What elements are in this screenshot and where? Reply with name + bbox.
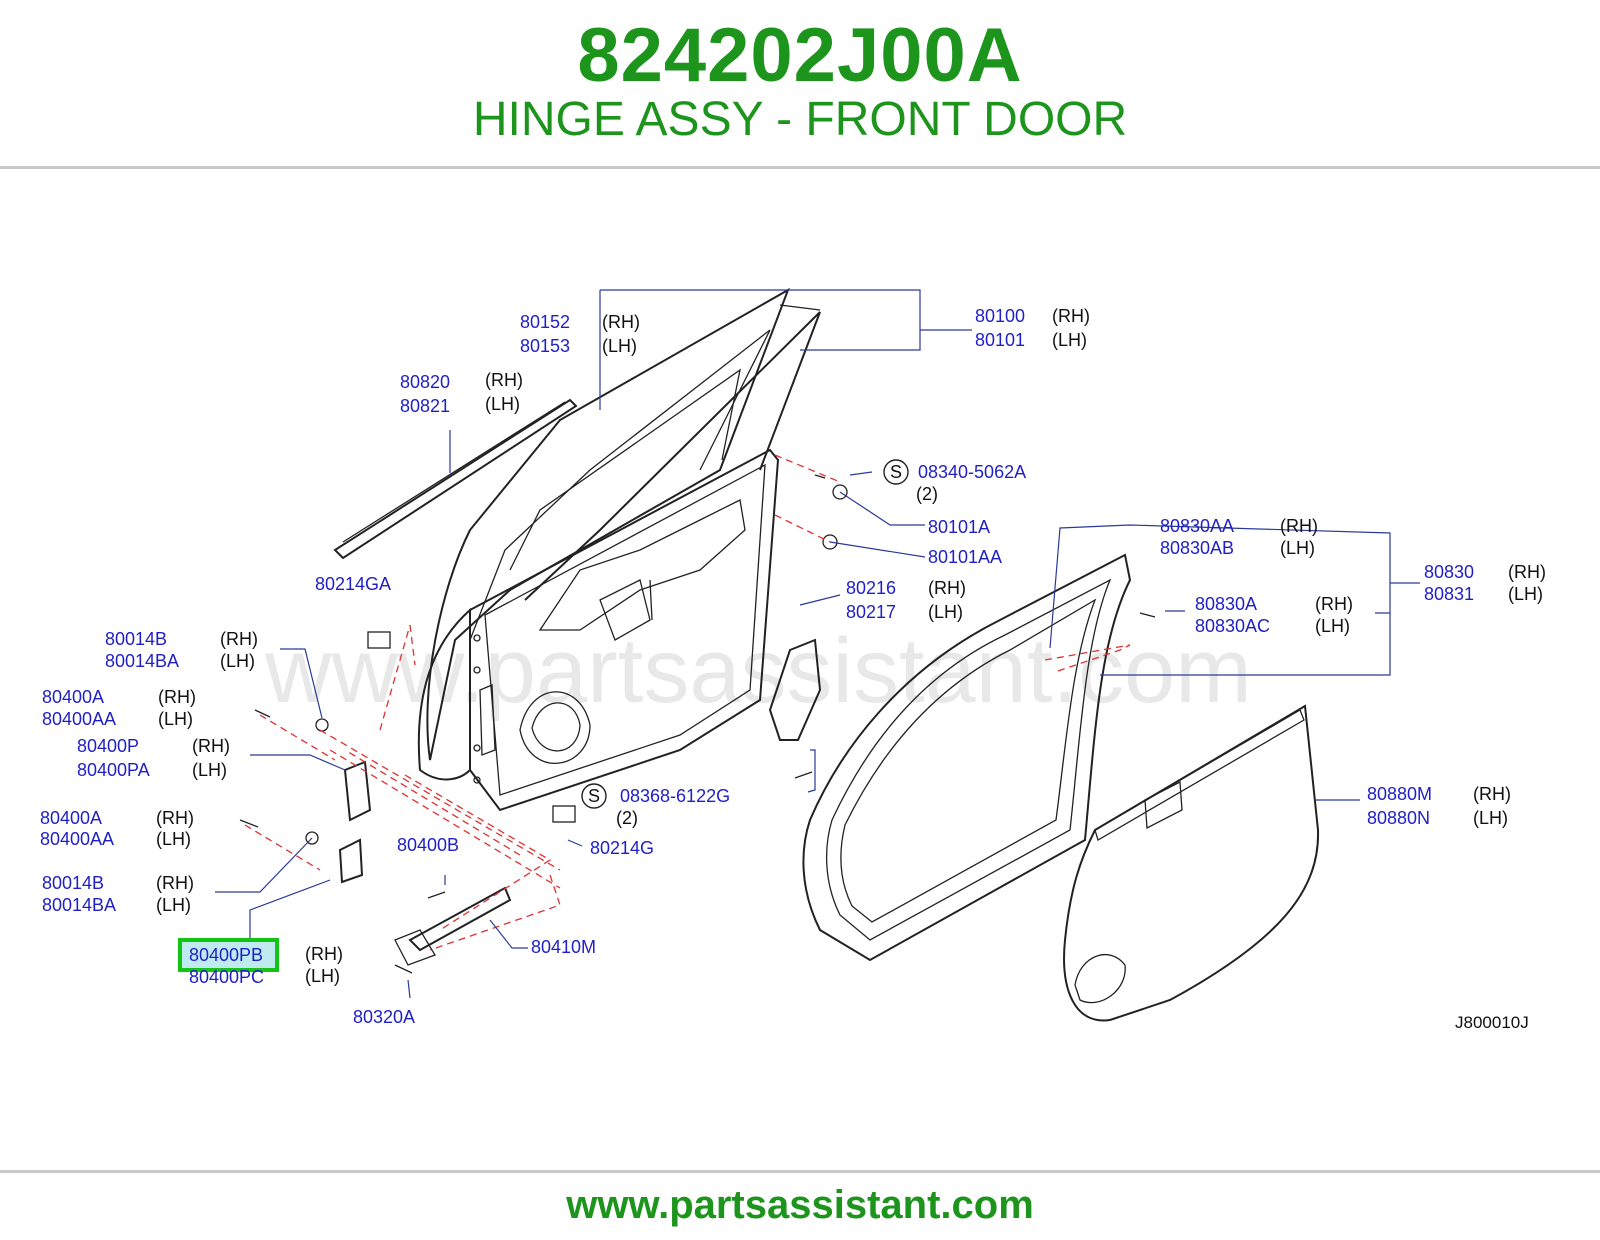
header-divider xyxy=(0,166,1600,169)
side-80880M: (RH) xyxy=(1473,784,1511,804)
label-80014BA-lower[interactable]: 80014BA xyxy=(42,895,116,915)
footer-website-link[interactable]: www.partsassistant.com xyxy=(566,1183,1034,1227)
label-08340-5062A[interactable]: 08340-5062A xyxy=(918,462,1026,482)
label-80101AA[interactable]: 80101AA xyxy=(928,547,1002,567)
special-fastener-circle-2 xyxy=(581,783,607,809)
side-80400PA: (LH) xyxy=(192,760,227,780)
side-80014B-upper: (RH) xyxy=(220,629,258,649)
label-80014B-upper[interactable]: 80014B xyxy=(105,629,167,649)
door-trim-drawing xyxy=(1063,704,1320,1022)
side-80400P: (RH) xyxy=(192,736,230,756)
side-80153: (LH) xyxy=(602,336,637,356)
side-80880N: (LH) xyxy=(1473,808,1508,828)
side-80100: (RH) xyxy=(1052,306,1090,326)
label-80820[interactable]: 80820 xyxy=(400,372,450,392)
side-80014BA-upper: (LH) xyxy=(220,651,255,671)
side-80101: (LH) xyxy=(1052,330,1087,350)
label-80400PC[interactable]: 80400PC xyxy=(189,967,264,987)
label-80830A[interactable]: 80830A xyxy=(1195,594,1257,614)
label-80014BA-upper[interactable]: 80014BA xyxy=(105,651,179,671)
side-80820: (RH) xyxy=(485,370,523,390)
special-fastener-s-2: S xyxy=(588,786,600,806)
label-80400AA-lower[interactable]: 80400AA xyxy=(40,829,114,849)
diagram-code: J800010J xyxy=(1455,1013,1529,1032)
highlight-box-80400PB xyxy=(178,938,279,972)
special-fastener-circle xyxy=(883,459,909,485)
hinge-and-checklink-drawing xyxy=(239,474,1156,974)
side-80830AC: (LH) xyxy=(1315,616,1350,636)
side-80830AA: (RH) xyxy=(1280,516,1318,536)
side-80217: (LH) xyxy=(928,602,963,622)
label-80217[interactable]: 80217 xyxy=(846,602,896,622)
qty-08340-5062A: (2) xyxy=(916,484,938,504)
label-80153[interactable]: 80153 xyxy=(520,336,570,356)
side-80400PC: (LH) xyxy=(305,966,340,986)
label-80152[interactable]: 80152 xyxy=(520,312,570,332)
side-80830: (RH) xyxy=(1508,562,1546,582)
side-80400A-upper: (RH) xyxy=(158,687,196,707)
label-80101[interactable]: 80101 xyxy=(975,330,1025,350)
label-80400P[interactable]: 80400P xyxy=(77,736,139,756)
door-panel-drawing xyxy=(417,448,780,812)
side-80400AA-upper: (LH) xyxy=(158,709,193,729)
side-80400A-lower: (RH) xyxy=(156,808,194,828)
weatherstrip-drawing xyxy=(802,553,1132,962)
label-80214GA[interactable]: 80214GA xyxy=(315,574,391,594)
label-80101A[interactable]: 80101A xyxy=(928,517,990,537)
label-80014B-lower[interactable]: 80014B xyxy=(42,873,104,893)
side-80152: (RH) xyxy=(602,312,640,332)
label-80100[interactable]: 80100 xyxy=(975,306,1025,326)
label-80410M[interactable]: 80410M xyxy=(531,937,596,957)
side-80014B-lower: (RH) xyxy=(156,873,194,893)
label-80400A-lower[interactable]: 80400A xyxy=(40,808,102,828)
leader-lines xyxy=(215,289,1420,999)
part-name-subtitle: HINGE ASSY - FRONT DOOR xyxy=(472,93,1128,146)
side-80400PB: (RH) xyxy=(305,944,343,964)
label-08368-6122G[interactable]: 08368-6122G xyxy=(620,786,730,806)
label-80821[interactable]: 80821 xyxy=(400,396,450,416)
side-80400AA-lower: (LH) xyxy=(156,829,191,849)
side-80014BA-lower: (LH) xyxy=(156,895,191,915)
label-80830[interactable]: 80830 xyxy=(1424,562,1474,582)
parts-diagram: www.partsassistant.com xyxy=(40,287,1546,1032)
side-80830AB: (LH) xyxy=(1280,538,1315,558)
label-80831[interactable]: 80831 xyxy=(1424,584,1474,604)
label-80400A-upper[interactable]: 80400A xyxy=(42,687,104,707)
label-80830AA[interactable]: 80830AA xyxy=(1160,516,1234,536)
label-80216[interactable]: 80216 xyxy=(846,578,896,598)
label-80830AC[interactable]: 80830AC xyxy=(1195,616,1270,636)
part-number-title: 824202J00A xyxy=(577,13,1023,98)
label-80320A[interactable]: 80320A xyxy=(353,1007,415,1027)
footer-divider xyxy=(0,1170,1600,1173)
label-80214G[interactable]: 80214G xyxy=(590,838,654,858)
label-80400PA[interactable]: 80400PA xyxy=(77,760,150,780)
side-80216: (RH) xyxy=(928,578,966,598)
label-80400PB[interactable]: 80400PB xyxy=(189,945,263,965)
label-80830AB[interactable]: 80830AB xyxy=(1160,538,1234,558)
side-80830A: (RH) xyxy=(1315,594,1353,614)
label-80400B[interactable]: 80400B xyxy=(397,835,459,855)
label-80400AA-upper[interactable]: 80400AA xyxy=(42,709,116,729)
special-fastener-s-1: S xyxy=(890,462,902,482)
label-80880N[interactable]: 80880N xyxy=(1367,808,1430,828)
assembly-dashed-lines xyxy=(244,454,1131,951)
outer-moulding-drawing xyxy=(333,398,578,560)
qty-08368-6122G: (2) xyxy=(616,808,638,828)
side-80821: (LH) xyxy=(485,394,520,414)
header: 824202J00A HINGE ASSY - FRONT DOOR xyxy=(0,0,1600,170)
label-80880M[interactable]: 80880M xyxy=(1367,784,1432,804)
side-80831: (LH) xyxy=(1508,584,1543,604)
